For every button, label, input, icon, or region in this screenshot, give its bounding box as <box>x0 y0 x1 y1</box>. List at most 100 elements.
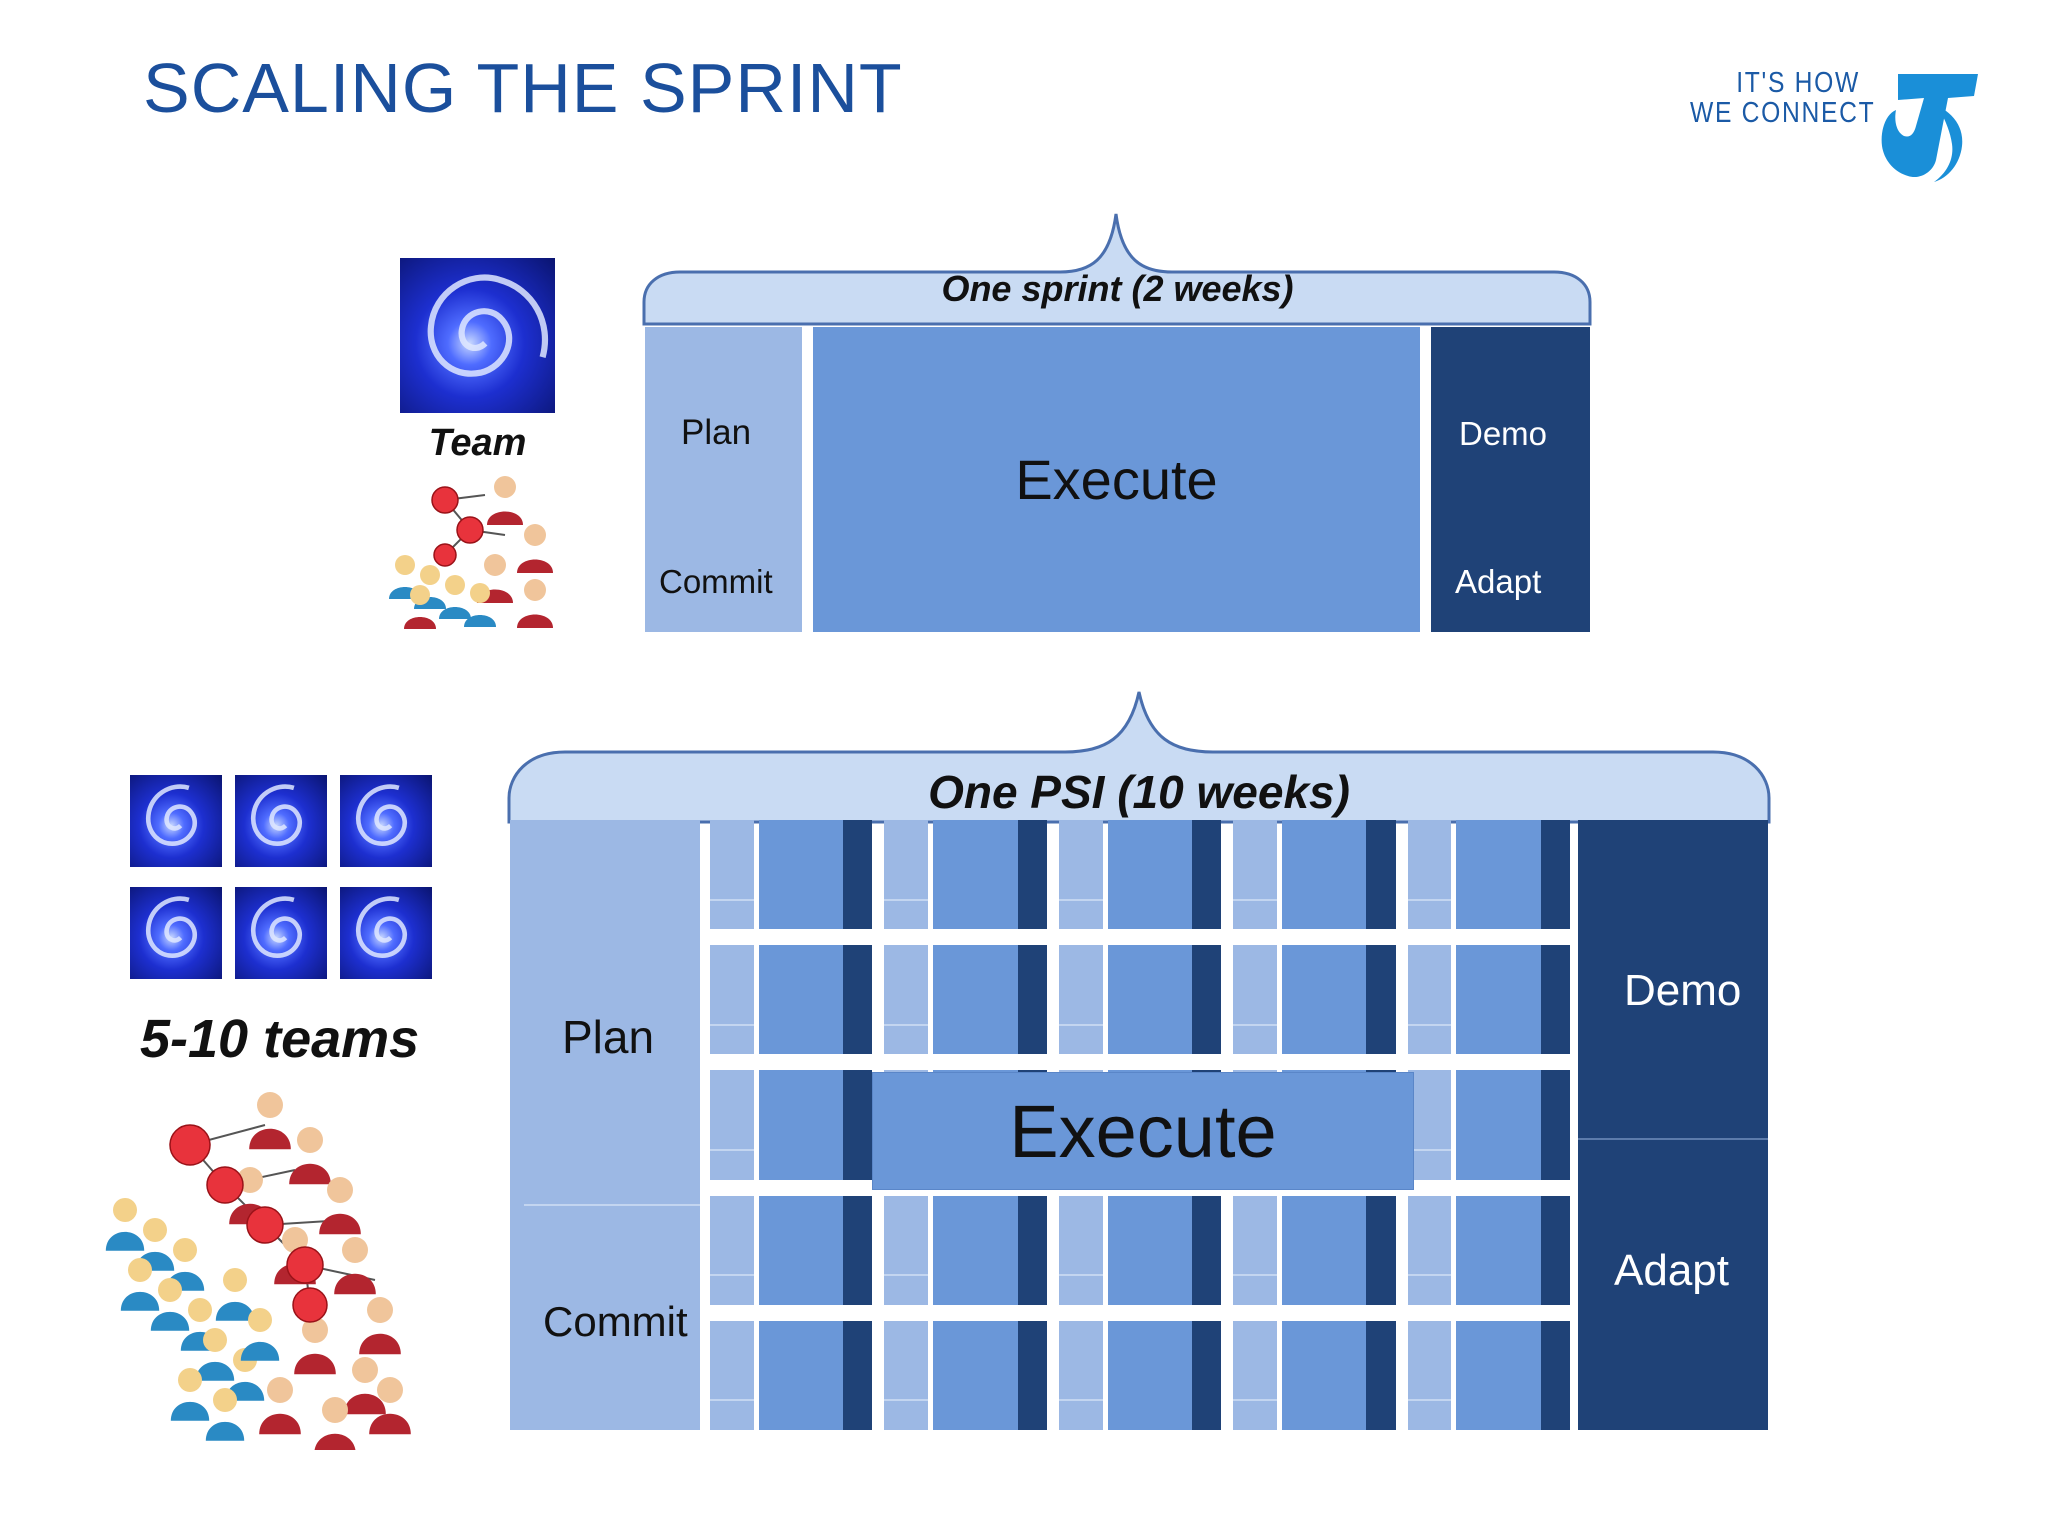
person-body <box>259 1413 301 1435</box>
mini-plan-divider <box>1233 1274 1278 1277</box>
mini-execute-block <box>1107 945 1192 1055</box>
mini-demo-block <box>843 945 873 1055</box>
mini-execute-block <box>933 945 1018 1055</box>
mini-demo-block <box>843 1070 873 1180</box>
person-body <box>334 1273 376 1295</box>
person-head <box>302 1317 328 1343</box>
sprint-commit-label: Commit <box>659 563 773 600</box>
person-body <box>344 1393 386 1415</box>
person-head <box>367 1297 393 1323</box>
mini-execute-block <box>1456 1320 1541 1430</box>
mini-plan-divider <box>710 898 754 901</box>
mini-plan-block <box>1058 1320 1103 1430</box>
mini-demo-block <box>1540 1195 1570 1305</box>
mini-plan-block <box>710 820 754 930</box>
teams-spiral-grid <box>130 775 435 985</box>
mini-plan-block <box>1233 820 1278 930</box>
person-body <box>289 1163 331 1185</box>
mini-plan-block <box>1407 820 1452 930</box>
person-head <box>282 1227 308 1253</box>
team-spiral-tile <box>130 887 222 979</box>
psi-brace-label: One PSI (10 weeks) <box>928 766 1350 818</box>
brand-tagline: IT'S HOW WE CONNECT <box>1690 67 1874 128</box>
mini-demo-block <box>1366 945 1396 1055</box>
mini-execute-block <box>758 1070 844 1180</box>
psi-plan-label: Plan <box>562 1011 655 1063</box>
mini-demo-block <box>843 1320 873 1430</box>
mini-plan-divider <box>1407 898 1452 901</box>
sprint-brace-label: One sprint (2 weeks) <box>941 268 1294 309</box>
mini-plan-block <box>884 1195 929 1305</box>
teams-people-icon <box>105 1092 411 1450</box>
mini-plan-divider <box>1058 1399 1103 1402</box>
mini-execute-block <box>758 1195 844 1305</box>
sprint-plan-block: Plan Commit <box>645 327 802 632</box>
mini-execute-block <box>1456 1195 1541 1305</box>
person-head <box>113 1198 137 1222</box>
psi-demo-adapt-block: Demo Adapt <box>1578 820 1768 1430</box>
team-spiral-image <box>400 258 555 413</box>
person-body <box>120 1291 160 1311</box>
tagline-line-1: IT'S HOW <box>1736 67 1860 99</box>
person-head <box>143 1218 167 1242</box>
mini-plan-block <box>1058 820 1103 930</box>
team-spiral-tile <box>340 775 432 867</box>
sprint-execute-block: Execute <box>813 327 1420 632</box>
mini-plan-block <box>710 1070 754 1180</box>
person-head <box>203 1328 227 1352</box>
psi-plan-divider <box>524 1204 700 1206</box>
team-spiral-tile <box>340 887 432 979</box>
mini-plan-block <box>1233 1195 1278 1305</box>
person-body <box>314 1433 356 1450</box>
mini-demo-block <box>1017 1320 1047 1430</box>
mini-plan-block <box>884 945 929 1055</box>
mini-demo-block <box>843 820 873 930</box>
person-head <box>213 1388 237 1412</box>
mini-plan-block <box>710 1195 754 1305</box>
person-head <box>267 1377 293 1403</box>
mini-plan-divider <box>1233 1399 1278 1402</box>
mini-plan-block <box>1407 1195 1452 1305</box>
psi-plan-block: Plan Commit <box>510 820 700 1430</box>
mini-demo-block <box>1017 820 1047 930</box>
mini-execute-block <box>1281 820 1367 930</box>
mini-plan-divider <box>1058 1023 1103 1026</box>
mini-plan-divider <box>884 1023 929 1026</box>
mini-plan-divider <box>1058 1274 1103 1277</box>
mini-plan-divider <box>1407 1274 1452 1277</box>
mini-demo-block <box>1366 1320 1396 1430</box>
team-spiral-tile <box>130 775 222 867</box>
teams-count-label: 5-10 teams <box>140 1009 420 1069</box>
mini-demo-block <box>1540 945 1570 1055</box>
person-head <box>178 1368 202 1392</box>
mini-plan-divider <box>1407 1023 1452 1026</box>
mini-demo-block <box>1540 1070 1570 1180</box>
person-body <box>170 1401 210 1421</box>
person-head <box>322 1397 348 1423</box>
mini-demo-block <box>1017 1195 1047 1305</box>
person-head <box>173 1238 197 1262</box>
sprint-adapt-label: Adapt <box>1455 563 1542 600</box>
psi-demo-divider <box>1578 1138 1768 1140</box>
mini-execute-block <box>933 1320 1018 1430</box>
mini-plan-divider <box>1233 898 1278 901</box>
mini-plan-divider <box>1058 898 1103 901</box>
psi-execute-label: Execute <box>1009 1089 1277 1173</box>
mini-execute-block <box>758 1320 844 1430</box>
sprint-plan-label: Plan <box>681 413 752 452</box>
mini-plan-block <box>884 1320 929 1430</box>
person-head <box>257 1092 283 1118</box>
mini-plan-divider <box>710 1149 754 1151</box>
mini-execute-block <box>758 820 844 930</box>
person-body <box>240 1341 280 1361</box>
mini-demo-block <box>1540 820 1570 930</box>
person-body <box>249 1128 291 1150</box>
person-head <box>248 1308 272 1332</box>
mini-plan-divider <box>884 898 929 901</box>
mini-execute-block <box>933 820 1018 930</box>
mini-plan-divider <box>1407 1149 1452 1151</box>
mini-execute-block <box>1107 1320 1192 1430</box>
mini-demo-block <box>1366 820 1396 930</box>
mini-execute-block <box>1456 1070 1541 1180</box>
person-body <box>294 1353 336 1375</box>
